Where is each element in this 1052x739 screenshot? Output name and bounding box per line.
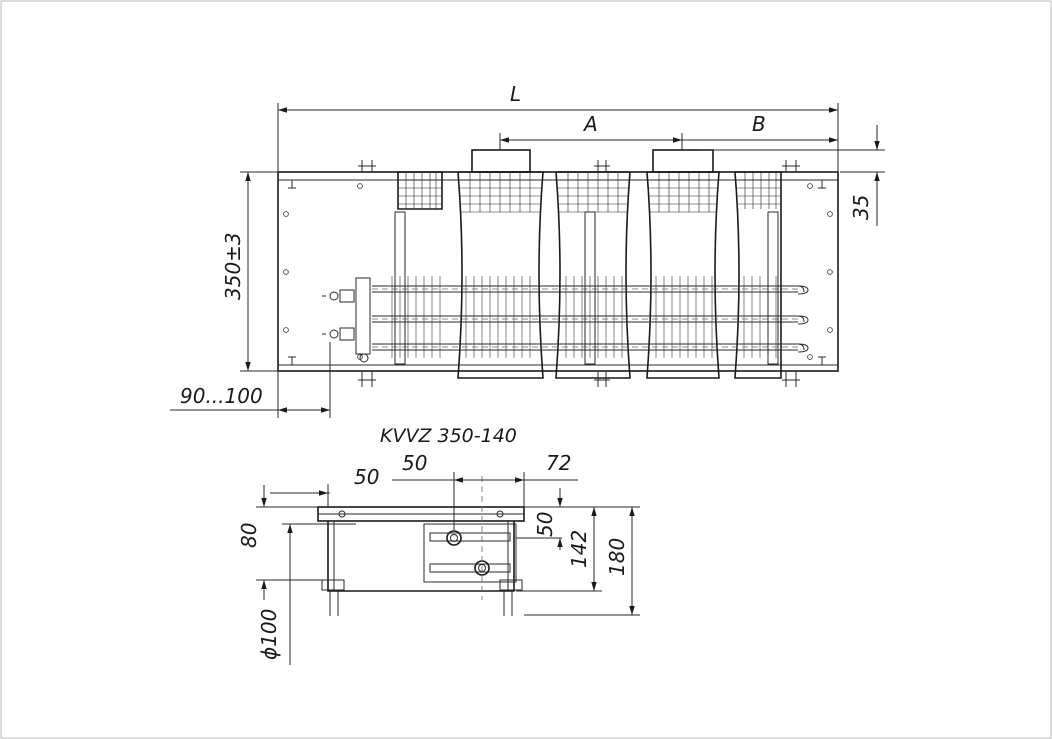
dim-a-label: A [582,112,598,136]
dim-50-right-label: 50 [533,512,557,537]
dim-top-offset-label: 35 [849,195,873,220]
heat-exchanger-fins [391,276,777,358]
dim-diameter-label: ϕ100 [257,609,281,660]
mounting-brackets [288,160,826,387]
dim-72-label: 72 [546,451,571,475]
dim-50-top-label: 50 [402,451,427,475]
section-housing [327,521,515,592]
grille-segments [397,149,782,379]
dim-length-label: L [510,82,521,106]
section-heat-exchanger [423,523,517,583]
dim-50-left-label: 50 [354,465,379,489]
model-title: KVVZ 350-140 [380,425,517,447]
connection-valves [322,277,371,363]
dim-height-label: 350±3 [221,232,245,300]
support-rails [394,211,779,365]
dim-b-label: B [752,112,766,136]
dim-180-label: 180 [605,538,629,576]
dim-connection-label: 90...100 [180,384,263,408]
section-view: KVVZ 350-140 50 50 [237,425,640,665]
dim-80-label: 80 [237,523,261,548]
plan-view: L A B 35 350±3 90...100 [170,82,885,418]
dim-142-label: 142 [567,530,591,568]
section-feet [321,579,523,616]
